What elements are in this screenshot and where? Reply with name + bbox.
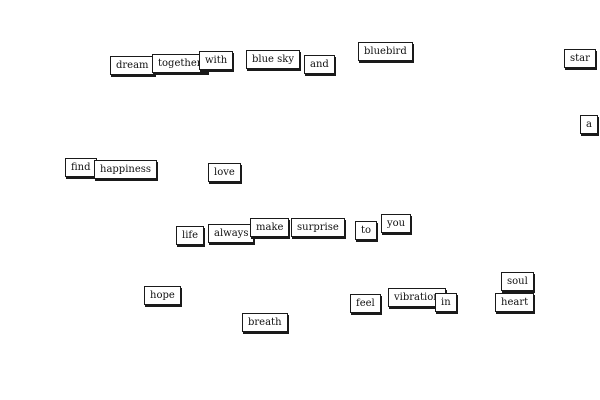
word-magnet-bluebird[interactable]: bluebird	[358, 42, 413, 61]
word-magnet-surprise[interactable]: surprise	[291, 218, 345, 237]
word-magnet-feel[interactable]: feel	[350, 294, 381, 313]
word-magnet-happiness[interactable]: happiness	[94, 160, 158, 179]
word-magnet-heart[interactable]: heart	[495, 293, 535, 312]
word-magnet-dream[interactable]: dream	[110, 56, 155, 75]
word-magnet-and[interactable]: and	[304, 55, 335, 74]
word-magnet-soul[interactable]: soul	[501, 272, 534, 291]
word-magnet-find[interactable]: find	[65, 158, 97, 177]
word-magnet-life[interactable]: life	[176, 226, 205, 245]
word-magnet-hope[interactable]: hope	[144, 286, 181, 305]
word-magnet-to[interactable]: to	[355, 221, 378, 240]
word-magnet-make[interactable]: make	[250, 218, 290, 237]
word-magnet-in[interactable]: in	[435, 293, 457, 312]
word-magnet-you[interactable]: you	[381, 214, 412, 233]
word-magnet-blue-sky[interactable]: blue sky	[246, 50, 300, 69]
word-magnet-a[interactable]: a	[580, 115, 598, 134]
word-magnet-love[interactable]: love	[208, 163, 241, 182]
word-magnet-breath[interactable]: breath	[242, 313, 288, 332]
word-magnet-star[interactable]: star	[564, 49, 596, 68]
word-magnet-always[interactable]: always	[208, 224, 255, 243]
word-magnet-with[interactable]: with	[199, 51, 234, 70]
